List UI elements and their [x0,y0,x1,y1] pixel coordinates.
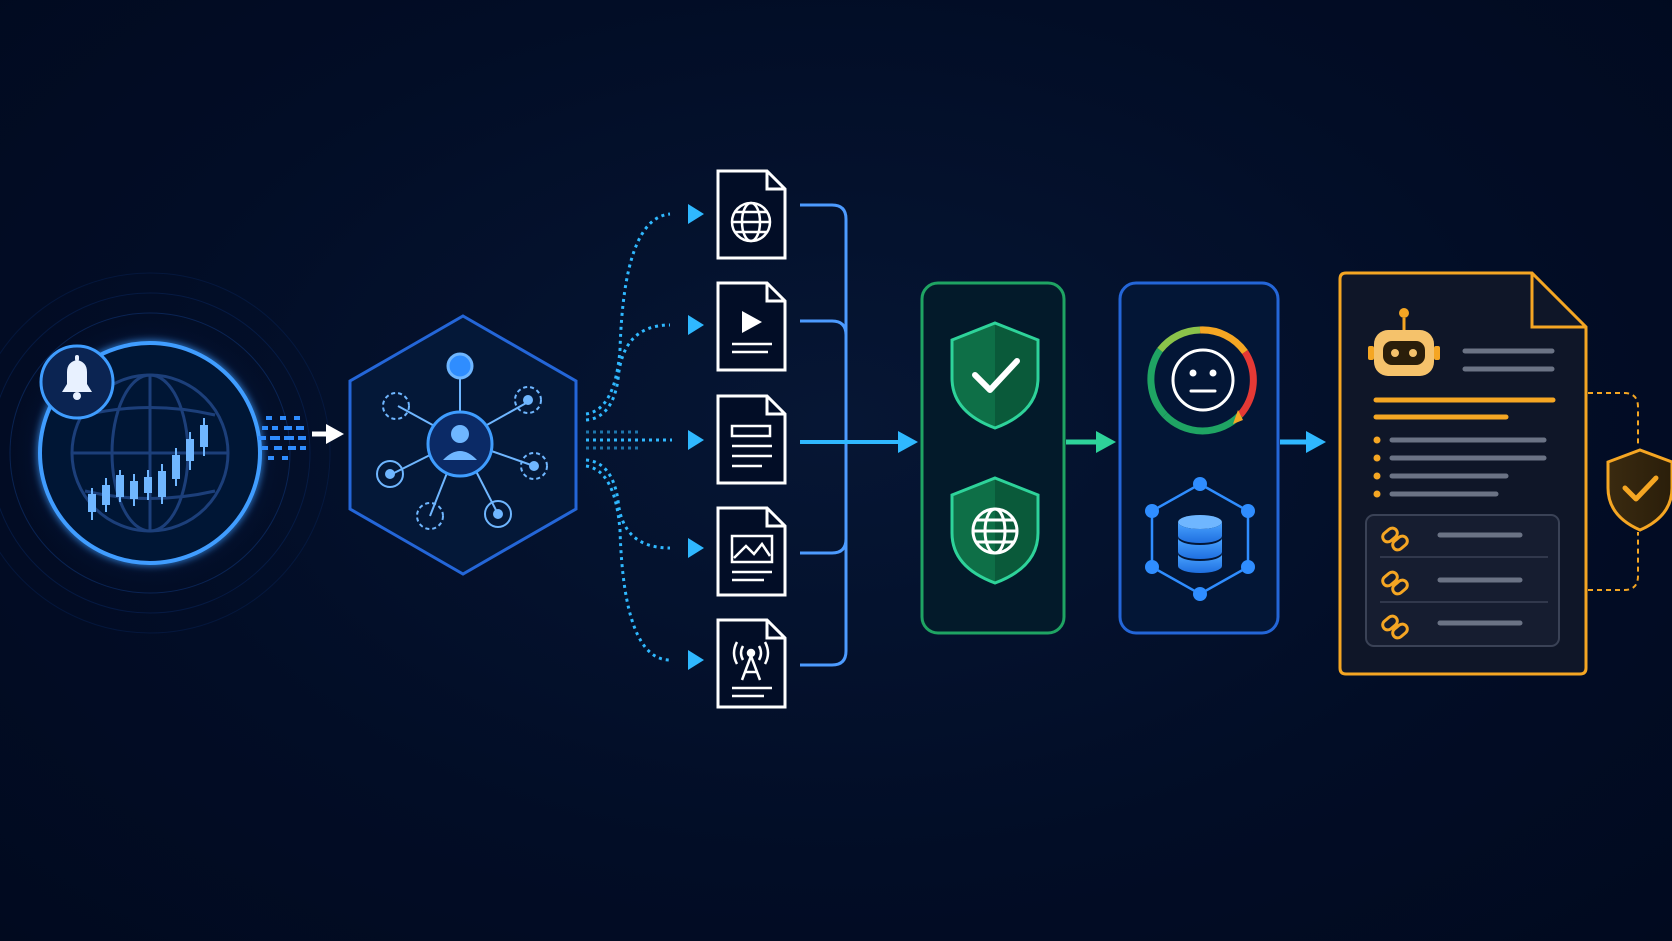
source-doc-article [716,394,787,485]
image-icon [730,534,774,582]
report-highlight-lines [1373,397,1556,420]
source-doc-web [716,169,787,260]
bell-icon [62,355,92,400]
radio-tower-icon [732,641,772,698]
citations-box [1365,514,1560,647]
fan-out-arrowheads [688,204,704,670]
shield-check-icon [950,321,1040,430]
report-document [1338,271,1588,676]
text-lines-icon [730,424,772,468]
monitor-node [0,272,331,634]
report-header-lines [1462,348,1555,372]
analysis-panel [1118,281,1280,635]
shield-check-icon [1606,448,1672,532]
arrow-to-verification [898,431,918,453]
bullet-list-icon [1373,436,1547,498]
hub-node [348,314,578,576]
database-network-icon [1145,477,1255,601]
link-icon [1381,570,1409,596]
source-doc-image [716,506,787,597]
collector-bracket [800,203,900,667]
play-icon [742,311,762,333]
robot-icon [1368,308,1440,376]
link-icon [1381,526,1409,552]
approval-connector [1588,392,1639,591]
verification-panel [920,281,1066,635]
arrow-to-analysis [1066,431,1116,453]
arrow-to-report [1280,431,1326,453]
fan-out-connectors [585,212,672,662]
candlestick-chart-icon [88,418,208,520]
source-doc-broadcast [716,618,787,709]
stream-monitor-to-hub [258,416,344,460]
user-icon [426,410,494,478]
bell-badge [39,344,115,420]
shield-globe-icon [950,476,1040,585]
globe-icon [730,201,772,243]
sentiment-gauge-icon [1147,326,1257,435]
source-doc-video [716,281,787,372]
link-icon [1381,614,1409,640]
source-documents [716,169,787,709]
